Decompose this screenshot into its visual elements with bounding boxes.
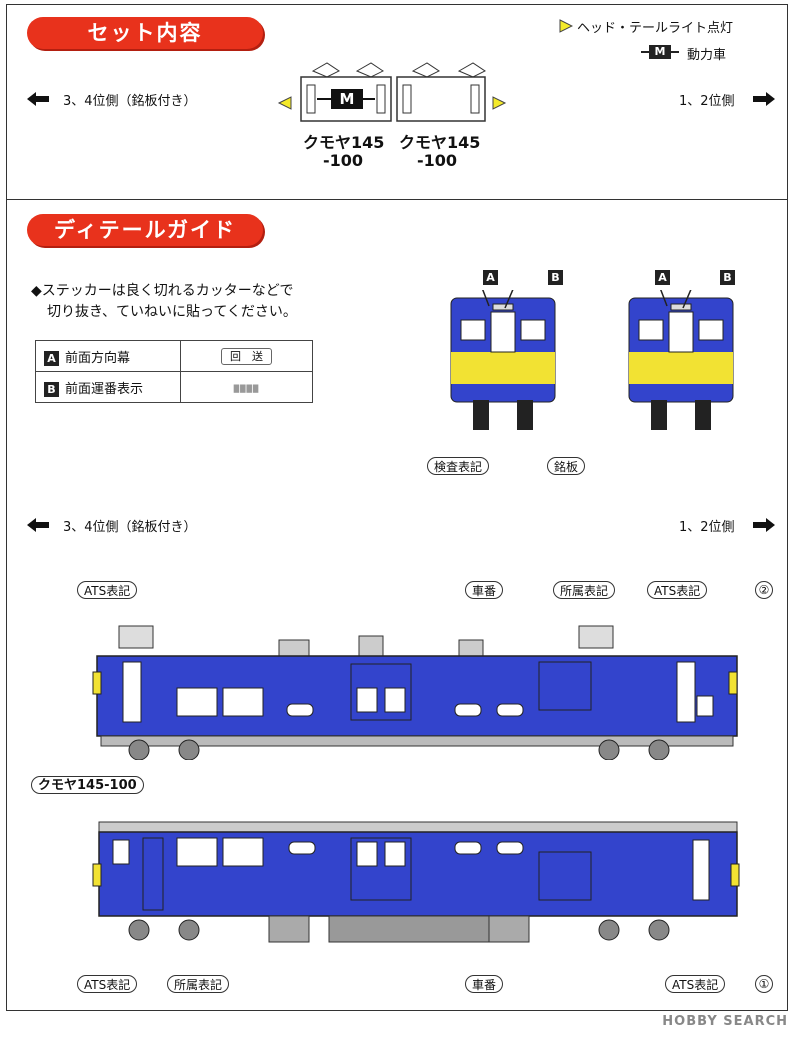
front-marker-b: B <box>720 270 735 285</box>
ats-mark-callout-right: ATS表記 <box>665 975 726 993</box>
motor-legend-text: 動力車 <box>687 48 727 63</box>
sticker-note-line2: 切り抜き、ていねいに貼ってください。 <box>47 304 297 320</box>
run-number-sample: ████ <box>233 384 260 393</box>
end-number-1: ① <box>755 975 773 993</box>
ats-mark-callout-right: ATS表記 <box>647 581 708 599</box>
lower-car-side-view <box>92 821 740 943</box>
car2-number: -100 <box>417 151 458 170</box>
front-marker-a: A <box>655 270 670 285</box>
set-contents-panel: セット内容 ヘッド・テールライト点灯 M 動力車 3、4位側（銘板付き） 1、2… <box>6 4 788 200</box>
front-marker-b: B <box>548 270 563 285</box>
front-marker-a: A <box>483 270 498 285</box>
sticker-note-line1: ◆ステッカーは良く切れるカッターなどで <box>31 283 294 299</box>
motor-car-mark: M <box>339 90 355 108</box>
left-side-label: 3、4位側（銘板付き） <box>63 94 197 109</box>
nameplate-callout: 銘板 <box>547 457 586 475</box>
car-number-callout: 車番 <box>465 581 504 599</box>
car2-name: クモヤ145 <box>399 133 481 152</box>
car1-number: -100 <box>323 151 364 170</box>
affiliation-callout: 所属表記 <box>167 975 230 993</box>
right-arrow-icon <box>753 92 775 106</box>
right-arrow-icon <box>753 518 775 532</box>
model-label: クモヤ145-100 <box>31 776 144 794</box>
marker-a-icon: A <box>44 350 59 366</box>
upper-car-side-view <box>92 625 738 760</box>
sticker-row-label: 前面方向幕 <box>65 350 131 366</box>
motor-legend-icon: M <box>641 45 679 59</box>
front-view-left <box>450 290 556 430</box>
left-arrow-icon <box>27 92 49 106</box>
right-side-label: 1、2位側 <box>679 94 735 109</box>
car1-name: クモヤ145 <box>303 133 385 152</box>
sticker-table: A 前面方向幕 回 送 B 前面運番表示 ████ <box>35 340 313 403</box>
headlight-legend-icon <box>559 19 573 33</box>
sticker-row-b: B 前面運番表示 ████ <box>35 371 313 403</box>
set-contents-title: セット内容 <box>27 17 263 49</box>
watermark: HOBBY SEARCH <box>662 1014 788 1029</box>
set-cars-diagram <box>277 62 507 122</box>
front-view-right <box>628 290 734 430</box>
sticker-row-a: A 前面方向幕 回 送 <box>35 340 313 372</box>
end-number-2: ② <box>755 581 773 599</box>
right-side-label: 1、2位側 <box>679 520 735 535</box>
ats-mark-callout-left: ATS表記 <box>77 581 138 599</box>
destination-sign-sample: 回 送 <box>221 347 272 365</box>
detail-guide-panel: ディテールガイド ◆ステッカーは良く切れるカッターなどで 切り抜き、ていねいに貼… <box>6 199 788 1011</box>
affiliation-callout: 所属表記 <box>553 581 616 599</box>
headlight-legend-text: ヘッド・テールライト点灯 <box>577 21 734 36</box>
ats-mark-callout-left: ATS表記 <box>77 975 138 993</box>
marker-b-icon: B <box>44 381 59 397</box>
detail-guide-title: ディテールガイド <box>27 214 263 246</box>
left-side-label: 3、4位側（銘板付き） <box>63 520 197 535</box>
left-arrow-icon <box>27 518 49 532</box>
car-number-callout: 車番 <box>465 975 504 993</box>
inspection-mark-callout: 検査表記 <box>427 457 490 475</box>
sticker-row-label: 前面運番表示 <box>65 381 144 397</box>
